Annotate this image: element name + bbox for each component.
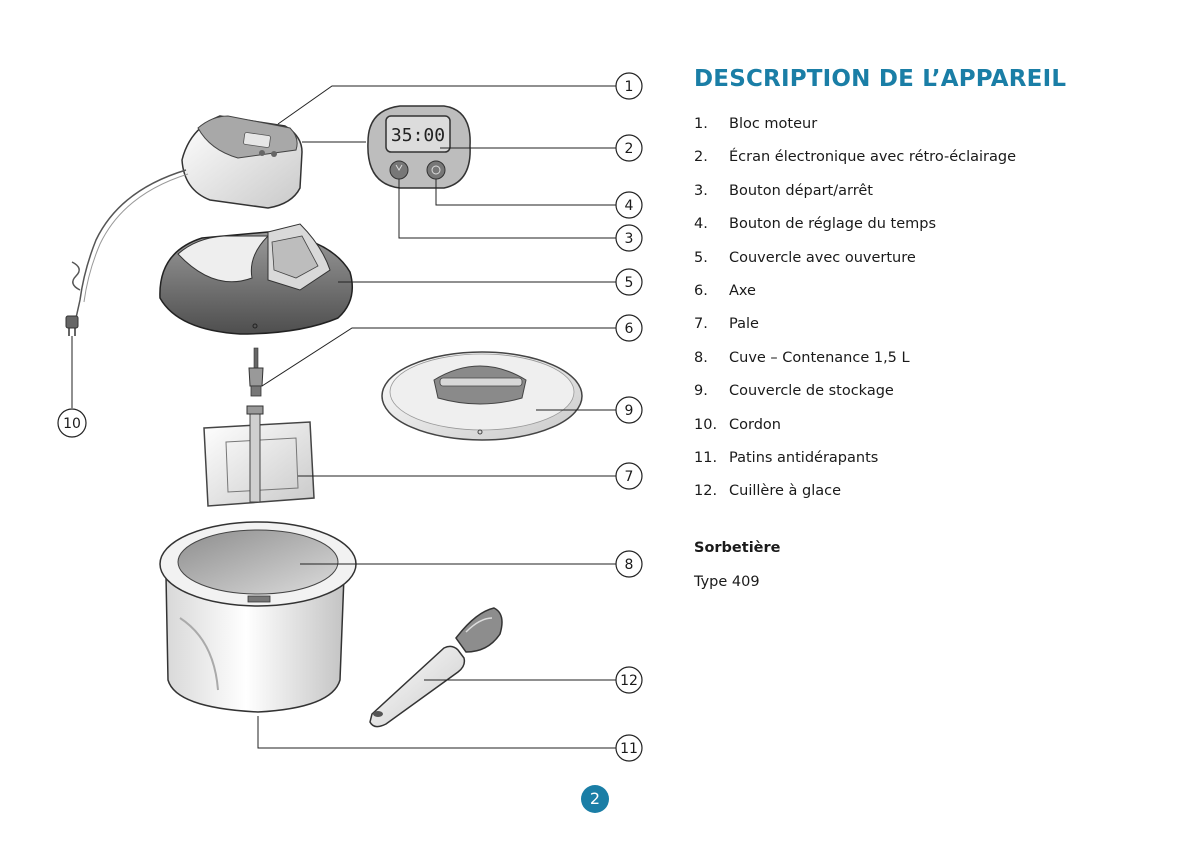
item-number: 9. [694,383,708,400]
callout-4: 4 [615,191,643,219]
list-item: 5. Couvercle avec ouverture [694,250,1016,283]
callout-6: 6 [615,314,643,342]
motor-block-illustration [181,115,303,209]
item-label: Bouton départ/arrêt [729,182,873,199]
item-label: Couvercle avec ouverture [729,249,916,266]
callout-label: 5 [625,275,634,291]
item-number: 5. [694,249,708,266]
item-label: Cuillère à glace [729,483,841,500]
callout-11: 11 [615,734,643,762]
list-item: 11. Patins antidérapants [694,450,1016,483]
callout-label: 10 [63,416,81,432]
callout-label: 11 [620,741,638,757]
list-item: 3. Bouton départ/arrêt [694,183,1016,216]
display-readout: 35:00 [391,125,445,146]
callout-3: 3 [615,224,643,252]
callout-1: 1 [615,72,643,100]
list-item: 8. Cuve – Contenance 1,5 L [694,350,1016,383]
paddle-illustration [203,405,315,507]
power-cord-illustration [65,169,189,336]
list-item: 4. Bouton de réglage du temps [694,216,1016,249]
exploded-diagram: 35:00 1 2 3 4 5 [57,72,643,762]
product-name: Sorbetière [694,540,781,556]
callout-7: 7 [615,462,643,490]
storage-lid-illustration [381,351,583,441]
page-number-badge: 2 [581,785,609,813]
bowl-illustration [159,521,357,713]
list-item: 6. Axe [694,283,1016,316]
callout-5: 5 [615,268,643,296]
axle-illustration [248,347,264,397]
item-label: Cordon [729,416,781,433]
item-number: 12. [694,483,718,500]
item-number: 3. [694,182,708,199]
item-label: Écran électronique avec rétro-éclairage [729,149,1017,166]
item-label: Bouton de réglage du temps [729,216,937,233]
callout-12: 12 [615,666,643,694]
item-label: Cuve – Contenance 1,5 L [729,349,910,366]
item-label: Pale [729,316,759,333]
ice-cream-scoop-illustration [369,607,503,728]
list-item: 7. Pale [694,316,1016,349]
item-number: 6. [694,282,708,299]
callout-label: 6 [625,321,634,337]
callout-9: 9 [615,396,643,424]
list-item: 10. Cordon [694,417,1016,450]
callout-label: 2 [625,141,634,157]
callout-label: 4 [625,198,634,214]
callout-label: 7 [625,469,634,485]
callout-label: 3 [625,231,634,247]
control-panel-illustration: 35:00 [367,105,471,189]
item-number: 8. [694,349,708,366]
callout-2: 2 [615,134,643,162]
callout-label: 9 [625,403,634,419]
item-number: 4. [694,216,708,233]
callout-label: 1 [625,79,634,95]
page-title: DESCRIPTION DE L’APPAREIL [694,66,1067,92]
item-number: 2. [694,149,708,166]
list-item: 1. Bloc moteur [694,116,1016,149]
parts-list: 1. Bloc moteur 2. Écran électronique avec … [694,116,1016,517]
item-number: 11. [694,449,718,466]
item-number: 1. [694,116,708,132]
item-label: Axe [729,282,756,299]
callout-10: 10 [57,408,87,438]
list-item: 2. Écran électronique avec rétro-éclairag… [694,149,1016,182]
product-type: Type 409 [694,574,760,590]
leader-lines [71,85,616,749]
lid-with-opening-illustration [159,223,353,335]
item-label: Bloc moteur [729,116,818,132]
item-label: Patins antidérapants [729,449,879,466]
item-label: Couvercle de stockage [729,383,894,400]
item-number: 10. [694,416,718,433]
callout-label: 8 [625,557,634,573]
callout-label: 12 [620,673,638,689]
callout-8: 8 [615,550,643,578]
list-item: 9. Couvercle de stockage [694,383,1016,416]
item-number: 7. [694,316,708,333]
list-item: 12. Cuillère à glace [694,483,1016,516]
